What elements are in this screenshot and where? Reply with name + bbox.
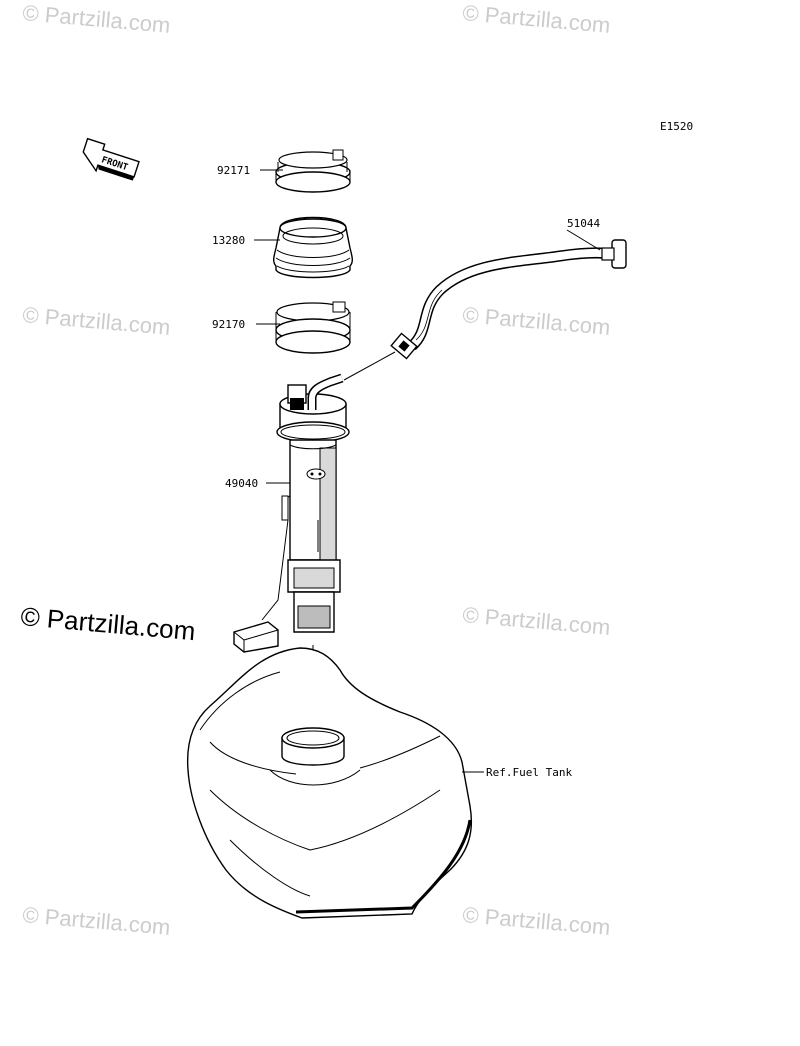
watermark: © Partzilla.com — [462, 0, 612, 38]
watermark: © Partzilla.com — [462, 902, 612, 940]
part-number-49040: 49040 — [225, 477, 258, 490]
boot-13280 — [273, 216, 353, 279]
part-number-13280: 13280 — [212, 234, 245, 247]
watermark: © Partzilla.com — [462, 302, 612, 340]
watermark: © Partzilla.com — [22, 902, 172, 940]
diagram-code: E1520 — [660, 120, 693, 133]
reference-fuel-tank: Ref.Fuel Tank — [486, 766, 572, 779]
fuel-tank — [186, 647, 473, 919]
part-number-51044: 51044 — [567, 217, 600, 230]
watermark: © Partzilla.com — [462, 602, 612, 640]
clamp-92170 — [275, 301, 351, 354]
watermark: © Partzilla.com — [22, 0, 172, 38]
part-number-92171: 92171 — [217, 164, 250, 177]
front-arrow: FRONT — [82, 137, 140, 181]
part-number-92170: 92170 — [212, 318, 245, 331]
watermark-large: © Partzilla.com — [19, 601, 196, 646]
hose-51044 — [390, 239, 627, 360]
clamp-92171 — [275, 149, 351, 193]
watermark: © Partzilla.com — [22, 302, 172, 340]
fuel-pump-49040 — [233, 373, 350, 653]
